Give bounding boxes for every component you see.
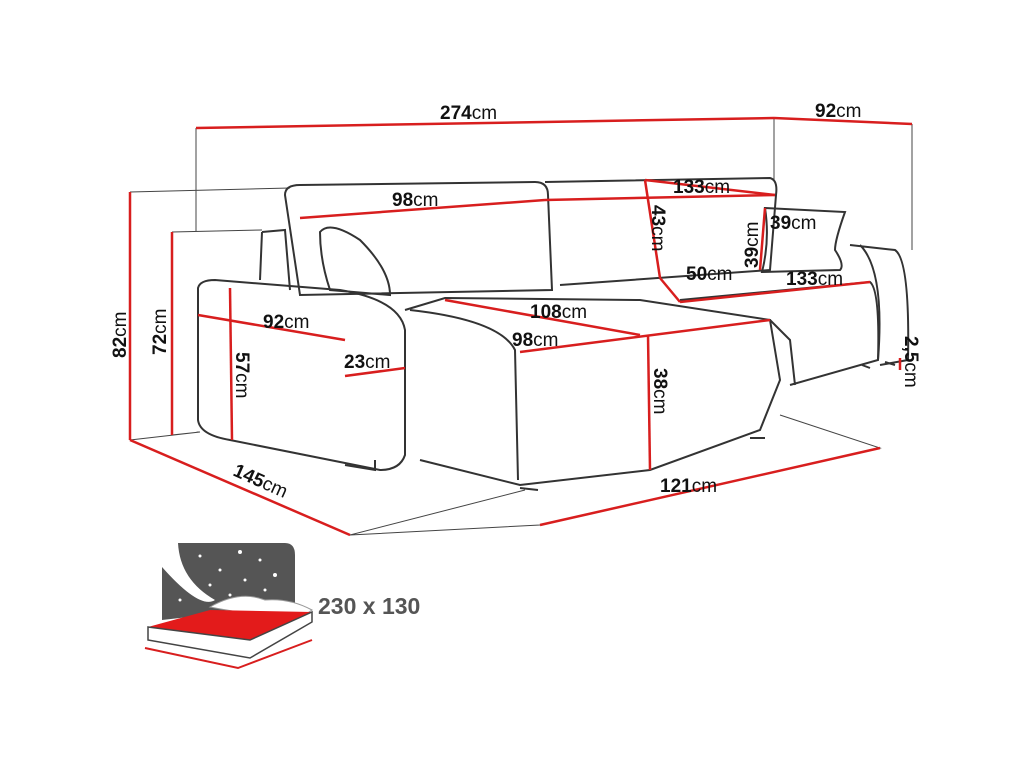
- label-height-82: 82cm: [110, 312, 131, 358]
- label-chaise-depth-top: 92cm: [815, 101, 861, 122]
- sofa-bed-icon: 230 x 130: [144, 543, 420, 670]
- label-chaise-back-height: 43cm: [647, 205, 668, 251]
- label-chaise-armrest-depth: 50cm: [686, 264, 732, 285]
- label-pillow-height: 39cm: [742, 222, 763, 268]
- label-depth: 145cm: [230, 460, 291, 502]
- sofa-outline: [197, 176, 910, 491]
- dimension-lines: [128, 116, 913, 537]
- label-seat-width-back: 108cm: [530, 302, 587, 323]
- label-armrest-width: 23cm: [344, 352, 390, 373]
- label-chaise-width: 121cm: [660, 476, 717, 497]
- label-chaise-back-width: 133cm: [673, 177, 730, 198]
- label-chaise-length: 133cm: [786, 269, 843, 290]
- label-height-72: 72cm: [150, 309, 171, 355]
- label-seat-width-front: 98cm: [512, 330, 558, 351]
- label-armrest-depth: 92cm: [263, 312, 309, 333]
- label-seat-height: 38cm: [649, 368, 670, 414]
- label-back-width: 98cm: [392, 190, 438, 211]
- bed-size-label: 230 x 130: [318, 593, 420, 619]
- dimension-labels: 274cm 92cm 98cm 133cm 43cm 39cm 39cm 50c…: [110, 101, 921, 503]
- label-total-width: 274cm: [440, 103, 497, 124]
- label-pillow-width: 39cm: [770, 213, 816, 234]
- label-leg-height: 2,5cm: [900, 336, 921, 388]
- label-armrest-height: 57cm: [231, 352, 252, 398]
